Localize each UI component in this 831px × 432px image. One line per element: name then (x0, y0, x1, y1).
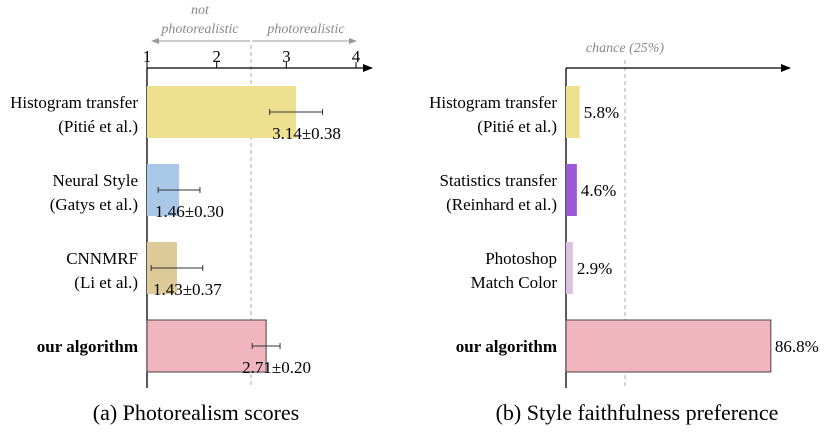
value-label-a: 1.43±0.37 (153, 280, 222, 299)
chance-label: chance (25%) (586, 41, 664, 56)
x-tick-label-a: 4 (352, 47, 361, 66)
category-label-b: Statistics transfer (439, 171, 557, 190)
bar-b (566, 242, 573, 294)
panel-photorealism: not photorealistic photorealistic 1 2 3 4 3… (10, 3, 373, 425)
category-label-b-sub: Match Color (471, 273, 558, 292)
value-label-b: 4.6% (581, 181, 616, 200)
x-tick-label-a: 1 (143, 47, 152, 66)
zone-label-not-line1: not (191, 3, 210, 18)
value-label-a: 2.71±0.20 (242, 358, 311, 377)
category-label-b-sub: (Pitié et al.) (477, 117, 557, 136)
category-label-b-sub: (Reinhard et al.) (446, 195, 557, 214)
bar-a (146, 319, 267, 373)
category-label-a: our algorithm (37, 337, 138, 356)
value-label-a: 1.46±0.30 (155, 202, 224, 221)
bar-b (565, 319, 772, 373)
category-label-a-sub: (Pitié et al.) (58, 117, 138, 136)
zone-label-photorealistic: photorealistic (266, 22, 345, 37)
category-label-a: CNNMRF (66, 249, 138, 268)
zone-label-not-line2: photorealistic (160, 22, 239, 37)
category-label-b: Histogram transfer (429, 93, 557, 112)
category-label-a: Histogram transfer (10, 93, 138, 112)
value-label-b: 2.9% (577, 259, 612, 278)
value-label-b: 5.8% (584, 103, 619, 122)
category-label-a-sub: (Gatys et al.) (50, 195, 138, 214)
caption-b: (b) Style faithfulness preference (496, 400, 779, 425)
panel-style-faithfulness: chance (25%) 5.8% Histogram transfer (Piti… (429, 41, 819, 425)
bar-b (566, 164, 577, 216)
category-label-a-sub: (Li et al.) (74, 273, 138, 292)
x-tick-label-a: 2 (212, 47, 221, 66)
x-tick-label-a: 3 (282, 47, 291, 66)
category-label-b: Photoshop (485, 249, 557, 268)
value-label-a: 3.14±0.38 (272, 124, 341, 143)
value-label-b: 86.8% (775, 337, 819, 356)
caption-a: (a) Photorealism scores (93, 400, 300, 425)
category-label-a: Neural Style (53, 171, 138, 190)
category-label-b: our algorithm (456, 337, 557, 356)
bar-b (566, 86, 580, 138)
